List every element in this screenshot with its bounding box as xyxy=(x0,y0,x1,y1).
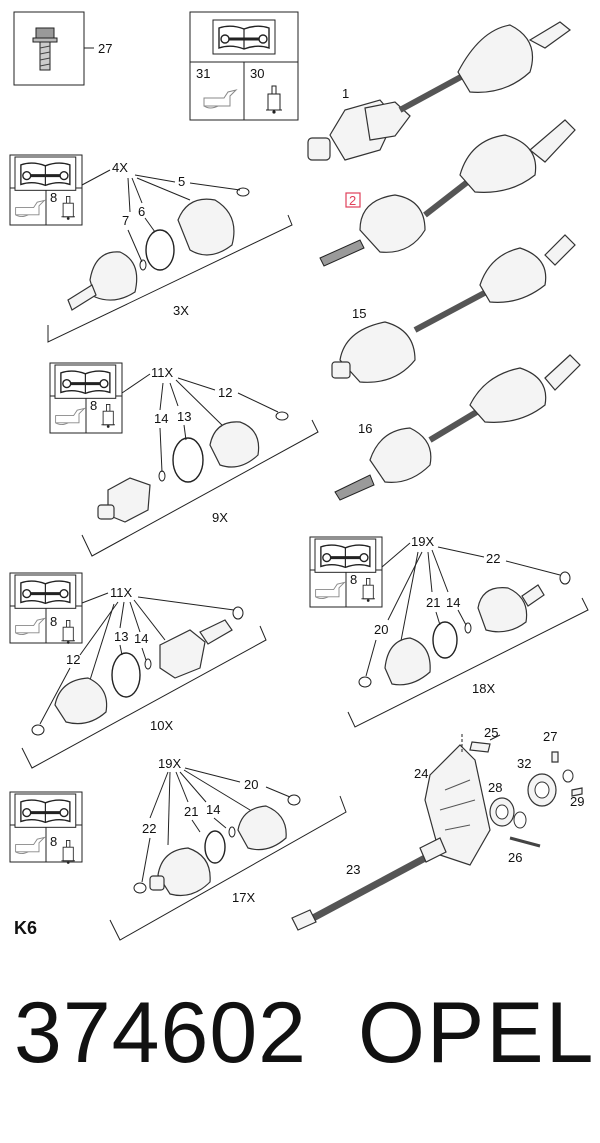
repair-manual-icon xyxy=(13,155,78,192)
k3-label-21: 21 xyxy=(426,595,440,610)
k4-label-12: 12 xyxy=(66,652,80,667)
k5-label-8: 8 xyxy=(50,834,57,849)
k2-label-13: 13 xyxy=(177,409,191,424)
kit-3x: 8 4X 5 7 6 3X xyxy=(9,154,293,343)
label-27b: 27 xyxy=(543,729,557,744)
label-24: 24 xyxy=(414,766,428,781)
k1-label-6: 6 xyxy=(138,204,145,219)
k2-label-12: 12 xyxy=(218,385,232,400)
k5-label-20: 20 xyxy=(244,777,258,792)
k1-qty: 4X xyxy=(112,160,128,175)
k4-label-14: 14 xyxy=(134,631,148,646)
label-1: 1 xyxy=(342,86,349,101)
kit-18x: 8 19X 22 14 21 20 18X xyxy=(309,534,589,728)
parts-diagram: 27 31 30 1 2 15 xyxy=(9,11,589,941)
k1-kit-label: 3X xyxy=(173,303,189,318)
manual-box-top: 31 30 xyxy=(189,11,299,121)
kit-10x: 8 11X 13 14 12 10X xyxy=(9,572,267,769)
k2-label-8: 8 xyxy=(90,398,97,413)
k1-label-5: 5 xyxy=(178,174,185,189)
item-27-box: 27 xyxy=(13,11,112,86)
label-31: 31 xyxy=(196,66,210,81)
repair-manual-icon xyxy=(13,573,78,610)
kit-9x: 8 11X 12 14 13 9X xyxy=(49,362,319,557)
label-2: 2 xyxy=(349,193,356,208)
section-label: K6 xyxy=(14,918,37,938)
kit-17x: 8 19X 20 21 14 22 17X xyxy=(9,756,347,941)
drive-shaft-15: 15 xyxy=(331,234,576,383)
drive-shaft-2: 2 xyxy=(319,119,576,267)
label-25: 25 xyxy=(484,725,498,740)
k3-kit-label: 18X xyxy=(472,681,495,696)
drive-shaft-16: 16 xyxy=(334,354,581,501)
label-16: 16 xyxy=(358,421,372,436)
part-number: 374602 xyxy=(14,985,307,1081)
brand-name: OPEL xyxy=(358,985,596,1081)
k5-label-14: 14 xyxy=(206,802,220,817)
k2-kit-label: 9X xyxy=(212,510,228,525)
k3-label-22: 22 xyxy=(486,551,500,566)
k4-label-13: 13 xyxy=(114,629,128,644)
k5-label-22: 22 xyxy=(142,821,156,836)
label-15: 15 xyxy=(352,306,366,321)
k2-qty: 11X xyxy=(151,365,173,380)
drive-shaft-1: 1 xyxy=(307,21,571,161)
k3-qty: 19X xyxy=(411,534,434,549)
label-26: 26 xyxy=(508,850,522,865)
highlight-box xyxy=(345,192,361,208)
k1-label-8: 8 xyxy=(50,190,57,205)
k5-qty: 19X xyxy=(158,756,181,771)
k3-label-8: 8 xyxy=(350,572,357,587)
repair-manual-icon xyxy=(13,792,78,829)
k1-label-7: 7 xyxy=(122,213,129,228)
label-29: 29 xyxy=(570,794,584,809)
label-23: 23 xyxy=(346,862,360,877)
label-27: 27 xyxy=(98,41,112,56)
k4-qty: 11X xyxy=(110,585,132,600)
k3-label-20: 20 xyxy=(374,622,388,637)
intermediate-shaft-assembly: 24 25 27 32 29 28 26 23 xyxy=(291,725,584,931)
k3-label-14: 14 xyxy=(446,595,460,610)
k5-label-21: 21 xyxy=(184,804,198,819)
label-30: 30 xyxy=(250,66,264,81)
bolt-icon xyxy=(32,27,58,71)
k2-label-14: 14 xyxy=(154,411,168,426)
k5-kit-label: 17X xyxy=(232,890,255,905)
label-32: 32 xyxy=(517,756,531,771)
k4-label-8: 8 xyxy=(50,614,57,629)
repair-manual-icon xyxy=(53,363,118,400)
repair-manual-icon xyxy=(211,18,277,56)
label-28: 28 xyxy=(488,780,502,795)
k4-kit-label: 10X xyxy=(150,718,173,733)
repair-manual-icon xyxy=(313,537,378,574)
